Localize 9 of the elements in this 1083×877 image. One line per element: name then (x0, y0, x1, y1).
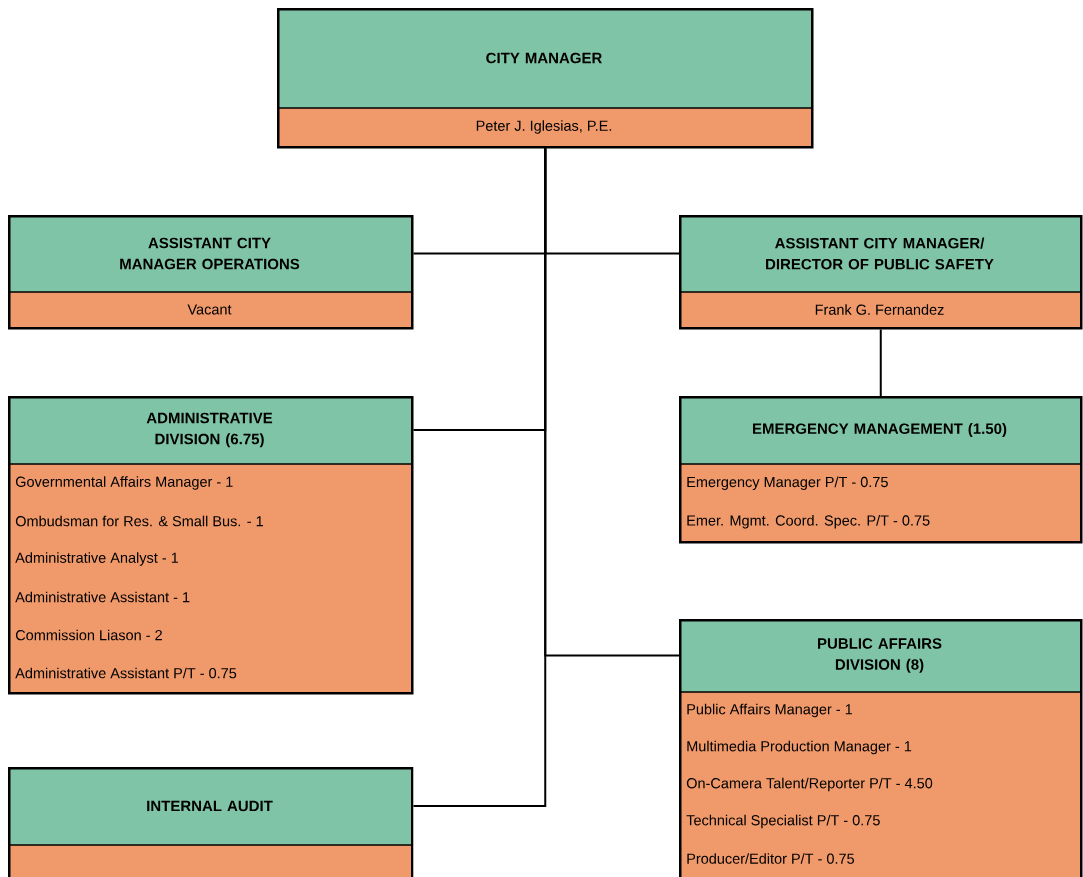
org-box: INTERNAL AUDIT (7, 767, 414, 877)
org-box: ADMINISTRATIVE DIVISION (6.75) Governmental Affairs Manager - 1 Ombudsman for Res. & Small Bus. - 1 Administrative Analyst - 1 Administrative Assistant - 1 Commission Liason - 2 Administrative Assistant P/T - 0.75 (7, 396, 414, 695)
org-box: PUBLIC AFFAIRS DIVISION (8) Public Affairs Manager - 1 Multimedia Production Manager - 1 On-Camera Talent/Reporter P/T - 4.50 Technical Specialist P/T - 0.75 Producer/Editor P/T - 0.75 (678, 619, 1083, 877)
connector-line (879, 328, 882, 397)
org-box: ASSISTANT CITY MANAGER/ DIRECTOR OF PUBLIC SAFETY Frank G. Fernandez (678, 215, 1083, 330)
org-box: CITY MANAGER Peter J. Iglesias, P.E. (276, 8, 814, 149)
connector-line (412, 147, 547, 807)
org-box: EMERGENCY MANAGEMENT (1.50) Emergency Manager P/T - 0.75 Emer. Mgmt. Coord. Spec. P/T - 0.75 (678, 396, 1083, 544)
org-box: ASSISTANT CITY MANAGER OPERATIONS Vacant (7, 215, 414, 330)
